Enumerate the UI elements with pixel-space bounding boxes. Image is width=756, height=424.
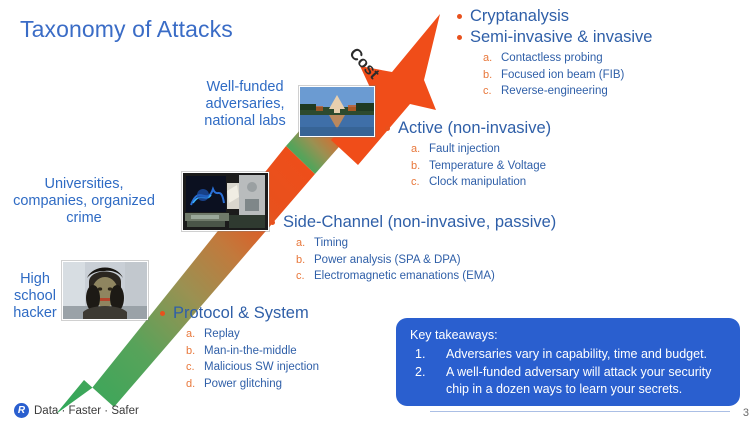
attack-sub-list: a. Replay b. Man-in-the-middle c. Malici…	[158, 326, 319, 392]
attack-group-cryptanalysis: Cryptanalysis	[455, 6, 569, 27]
attack-group-protocol-system: Protocol & System a. Replay b. Man-in-th…	[158, 303, 319, 392]
list-item: c. Clock manipulation	[383, 174, 551, 191]
item-label: Focused ion beam (FIB)	[501, 68, 625, 81]
brand-logo: R Data · Faster · Safer	[14, 403, 139, 418]
item-marker: c.	[186, 361, 195, 373]
attack-sub-list: a. Contactless probing b. Focused ion be…	[455, 50, 652, 100]
item-marker: d.	[186, 377, 196, 390]
list-item: a. Timing	[268, 235, 556, 252]
item-marker: c.	[411, 176, 420, 188]
attack-group-semi-invasive: Semi-invasive & invasive a. Contactless …	[455, 27, 652, 100]
key-takeaways-list: 1. Adversaries vary in capability, time …	[410, 346, 726, 398]
item-label: Electromagnetic emanations (EMA)	[314, 270, 495, 282]
item-label: Fault injection	[429, 143, 500, 155]
attack-heading: Protocol & System	[158, 303, 319, 324]
item-marker: a.	[296, 237, 306, 249]
item-label: Contactless probing	[501, 52, 603, 64]
list-item: b. Focused ion beam (FIB)	[455, 67, 652, 84]
list-item: c. Electromagnetic emanations (EMA)	[268, 268, 556, 285]
item-number: 1.	[415, 347, 426, 361]
list-item: b. Man-in-the-middle	[158, 343, 319, 360]
list-item: d. Power glitching	[158, 376, 319, 393]
item-label: Timing	[314, 237, 349, 249]
list-item: b. Temperature & Voltage	[383, 158, 551, 175]
attack-heading: Cryptanalysis	[455, 6, 569, 27]
item-marker: a.	[186, 328, 196, 340]
actor-label-universities: Universities, companies, organized crime	[13, 176, 155, 226]
list-item: a. Contactless probing	[455, 50, 652, 67]
item-marker: a.	[411, 143, 421, 155]
item-marker: a.	[483, 52, 493, 64]
page-title: Taxonomy of Attacks	[20, 16, 233, 42]
item-label: Malicious SW injection	[204, 361, 320, 373]
page-number: 3	[742, 407, 749, 419]
item-label: Replay	[204, 328, 240, 340]
list-item: c. Malicious SW injection	[158, 359, 319, 376]
actor-label-high-school: High school hacker	[13, 271, 57, 321]
key-takeaways-box: Key takeaways: 1. Adversaries vary in ca…	[396, 318, 740, 406]
key-takeaways-heading: Key takeaways:	[410, 328, 498, 342]
attack-heading: Side-Channel (non-invasive, passive)	[268, 212, 556, 233]
list-item: 2. A well-funded adversary will attack y…	[410, 364, 726, 398]
item-label: Man-in-the-middle	[204, 344, 297, 357]
list-item: a. Fault injection	[383, 141, 551, 158]
actor-label-well-funded: Well-funded adversaries, national labs	[204, 79, 286, 129]
national-lab-photo	[299, 86, 375, 137]
lab-workstation-photo	[182, 172, 269, 231]
attack-heading: Semi-invasive & invasive	[455, 27, 652, 48]
item-label: Reverse-engineering	[501, 85, 608, 97]
attack-group-side-channel: Side-Channel (non-invasive, passive) a. …	[268, 212, 556, 285]
logo-text: Data · Faster · Safer	[34, 404, 139, 417]
item-label: A well-funded adversary will attack your…	[446, 365, 712, 396]
footer-divider	[430, 411, 730, 412]
list-item: 1. Adversaries vary in capability, time …	[410, 346, 726, 363]
item-label: Temperature & Voltage	[429, 159, 546, 172]
item-marker: b.	[296, 253, 306, 266]
item-marker: b.	[411, 159, 421, 172]
item-marker: b.	[483, 68, 493, 81]
item-label: Power glitching	[204, 377, 282, 390]
item-label: Clock manipulation	[429, 176, 527, 188]
attack-group-active: Active (non-invasive) a. Fault injection…	[383, 118, 551, 191]
item-label: Power analysis (SPA & DPA)	[314, 253, 461, 266]
logo-mark-icon: R	[14, 403, 29, 418]
hacker-portrait-photo	[62, 261, 148, 320]
item-marker: b.	[186, 344, 196, 357]
item-label: Adversaries vary in capability, time and…	[446, 347, 708, 361]
list-item: a. Replay	[158, 326, 319, 343]
item-marker: c.	[296, 270, 305, 282]
list-item: b. Power analysis (SPA & DPA)	[268, 252, 556, 269]
attack-sub-list: a. Fault injection b. Temperature & Volt…	[383, 141, 551, 191]
attack-heading: Active (non-invasive)	[383, 118, 551, 139]
cost-arrow-label: Cost	[345, 45, 383, 83]
list-item: c. Reverse-engineering	[455, 83, 652, 100]
item-marker: c.	[483, 85, 492, 97]
attack-sub-list: a. Timing b. Power analysis (SPA & DPA) …	[268, 235, 556, 285]
item-number: 2.	[415, 365, 426, 379]
